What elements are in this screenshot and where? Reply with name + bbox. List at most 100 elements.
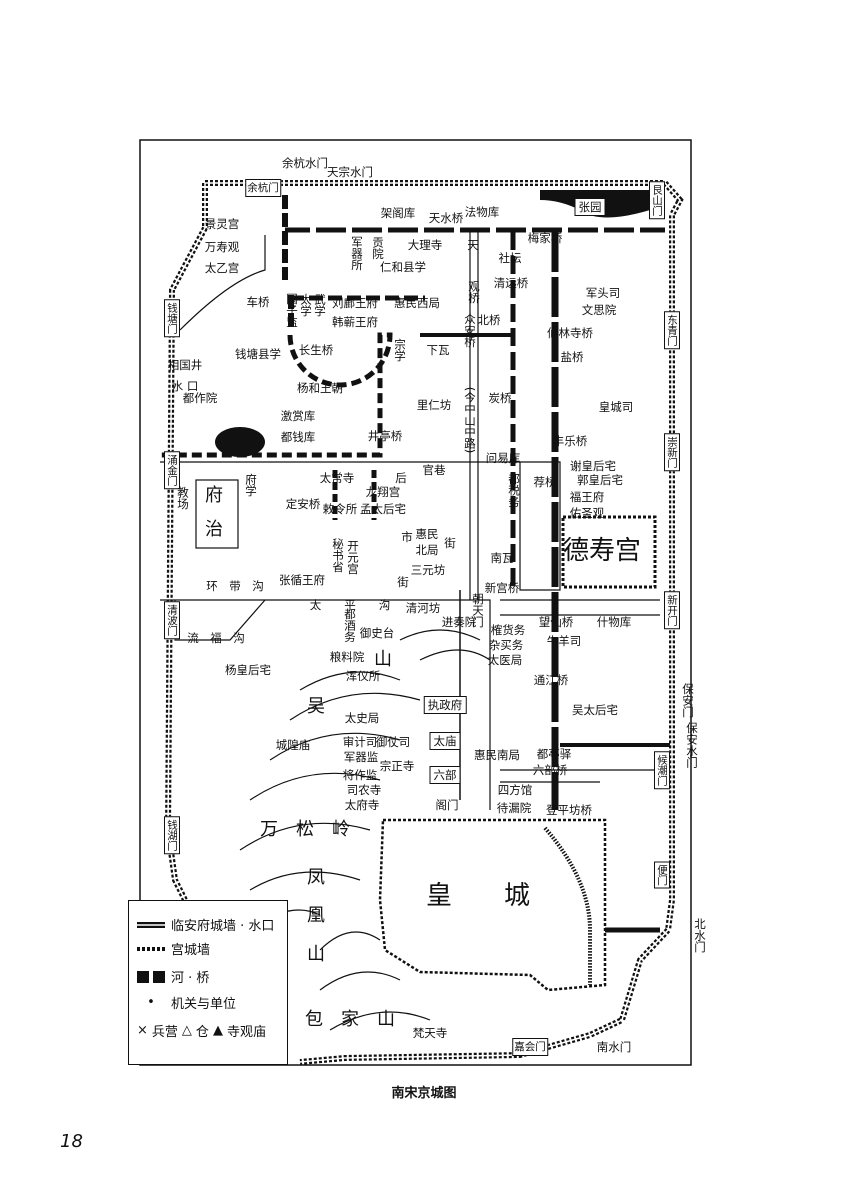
map-label: 东青门	[664, 311, 680, 349]
map-label: 余杭水门	[282, 156, 328, 170]
legend-palace-wall: 宫城墙	[171, 943, 211, 958]
river-bridge-symbol-icon	[137, 970, 165, 983]
map-label: 登平坊桥	[546, 803, 592, 817]
city-wall-inner-line	[167, 182, 681, 1063]
map-label: 井亭桥	[367, 429, 403, 443]
map-label: 南水门	[596, 1040, 632, 1054]
map-label: 韩蕲王府	[332, 315, 378, 329]
map-label: 御史台	[359, 626, 395, 640]
legend: 临安府城墙 · 水口 宫城墙 河 · 桥 •机关与单位 ×兵营△仓▲寺观庙	[128, 900, 288, 1065]
mountains	[239, 629, 491, 1031]
map-label: 水 口	[171, 379, 199, 393]
map-label: 梅家桥	[527, 231, 563, 245]
map-label: 清河坊	[405, 601, 441, 615]
map-label: 官巷	[422, 463, 446, 477]
map-label: 定安桥	[285, 497, 321, 511]
dezhou-palace-wall	[561, 515, 657, 589]
map-label: 军器所	[350, 235, 364, 271]
map-label: 司农寺	[346, 783, 382, 797]
map-label: 崇新门	[664, 433, 680, 471]
map-label: 钱塘县学	[235, 347, 281, 361]
legend-granary: 仓	[195, 1025, 209, 1040]
city-wall-symbol-icon	[137, 921, 165, 928]
map-label: 阁门	[435, 798, 459, 812]
map-label: 三元坊	[410, 563, 446, 577]
map-label: 万寿观	[204, 240, 240, 254]
map-label: 浑仪所	[345, 669, 381, 683]
map-label: 太府寺	[344, 798, 380, 812]
map-label: 朝天门	[471, 592, 485, 628]
map-label: 审计司	[342, 735, 378, 749]
map-label: 张园	[574, 198, 606, 216]
triangle-filled-icon: ▲	[212, 1023, 223, 1038]
map-label: 国子监	[285, 292, 299, 328]
map-label: 市	[401, 530, 413, 544]
map-label: 盐桥	[560, 350, 584, 364]
map-label: 观桥	[467, 280, 481, 304]
map-label: 炭桥	[488, 391, 512, 405]
map-label: 凤	[307, 867, 325, 888]
map-label: 惠民西局	[394, 296, 440, 310]
triangle-outline-icon: △	[181, 1023, 192, 1038]
map-label: 山	[307, 944, 325, 965]
map-label: 山	[374, 649, 392, 670]
map-label: 社坛	[498, 251, 522, 265]
page-number: 18	[60, 1131, 83, 1152]
map-label: 天宗水门	[327, 165, 373, 179]
map-label: 佑圣观	[569, 506, 605, 520]
map-label: 太史局	[344, 711, 380, 725]
map-label: 六部	[429, 766, 461, 784]
map-label: 皇城司	[598, 400, 634, 414]
map-label: 街	[444, 536, 456, 550]
map-label: 军头司	[585, 286, 621, 300]
map-frame	[139, 139, 692, 1066]
map-label: 龙翔宫	[365, 485, 401, 499]
legend-river-bridge: 河 · 桥	[171, 971, 210, 986]
map-label: 执政府	[423, 696, 467, 714]
map-label: 四方馆	[497, 783, 533, 797]
map-label: 宗学	[393, 338, 407, 362]
legend-barracks: 兵营	[151, 1025, 178, 1040]
map-label: 便门	[654, 861, 670, 889]
map-label: 都作院	[182, 391, 218, 405]
map-label: 太医局	[487, 653, 523, 667]
map-label: 环 带 沟	[206, 579, 264, 593]
legend-offices: 机关与单位	[171, 997, 237, 1012]
map-label: 福王府	[569, 490, 605, 504]
map-label: 北水门	[693, 917, 707, 953]
fuzhi-box	[195, 479, 239, 549]
map-label: 新宫桥	[484, 581, 520, 595]
dot-icon: •	[147, 995, 155, 1010]
map-label: 都亭驿	[536, 747, 572, 761]
map-label: 后	[395, 471, 407, 485]
map-label: 军器监	[343, 750, 379, 764]
map-label: 府学	[244, 473, 258, 497]
streets	[160, 230, 660, 810]
map-label: 新开门	[664, 591, 680, 629]
map-label: 通江桥	[533, 673, 569, 687]
palace-inner-wall	[543, 826, 592, 985]
map-label: 吴	[307, 696, 325, 717]
map-label: 保安门	[681, 682, 695, 718]
map-label: 下瓦	[426, 343, 450, 357]
map-label: 杨皇后宅	[225, 663, 271, 677]
map-label: 嘉会门	[512, 1038, 548, 1056]
map-label: 清远桥	[493, 276, 529, 290]
map-label: 皇 城	[425, 881, 531, 911]
map-label: 天	[467, 238, 479, 252]
map-label: 教场	[176, 486, 190, 510]
map-label: 待漏院	[496, 801, 532, 815]
map-label: 大理寺	[407, 238, 443, 252]
map-label: 太学	[299, 293, 313, 317]
map-label: 梵天寺	[412, 1026, 448, 1040]
map-label: 杨和王朝	[297, 381, 343, 395]
map-label: 太庙	[429, 732, 461, 750]
map-label: 涌金门	[164, 451, 180, 489]
palace-wall-symbol-icon	[137, 946, 165, 951]
rivers	[160, 195, 670, 933]
map-label: 清波门	[164, 601, 180, 639]
map-label: 刘鄜王府	[332, 296, 378, 310]
map-label: 张循王府	[279, 573, 325, 587]
map-label: 丰乐桥	[552, 434, 588, 448]
map-label: 开元宫	[346, 539, 360, 575]
